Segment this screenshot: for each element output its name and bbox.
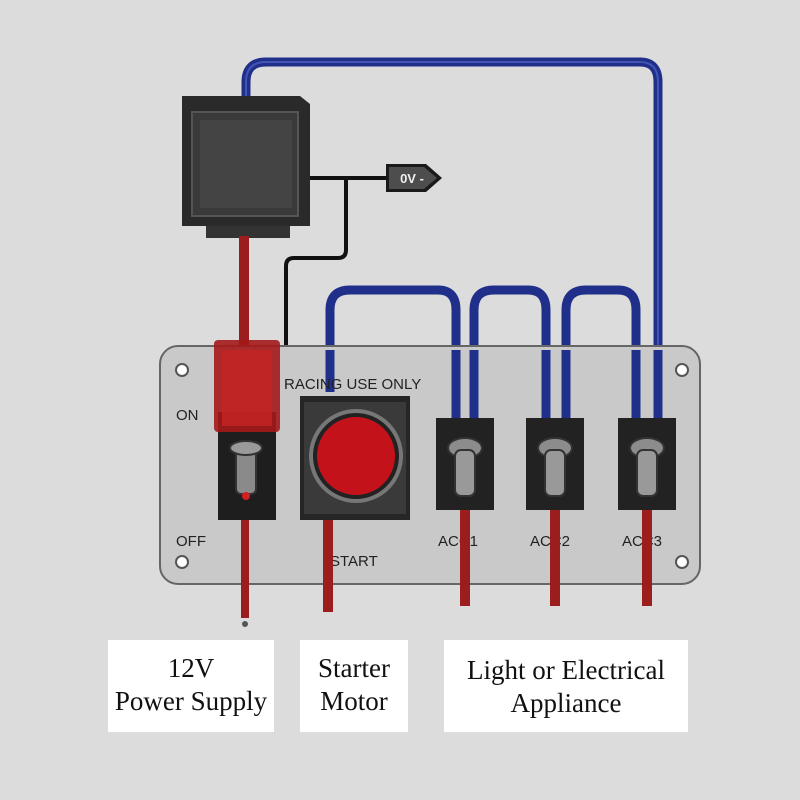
red-wire-starter-out [323, 520, 333, 612]
appliance-label: Light or Electrical Appliance [444, 640, 688, 732]
starter-motor-label: Starter Motor [300, 640, 408, 732]
red-wire-acc1-out [460, 510, 470, 606]
appliance-line-1: Light or Electrical [467, 655, 665, 685]
starter-motor-line-1: Starter [318, 653, 390, 683]
relay-box [182, 96, 310, 238]
blue-wire-acc2-to-acc3 [561, 285, 641, 445]
panel-screw [175, 363, 189, 377]
off-label: OFF [176, 533, 206, 550]
acc1-label: ACC1 [438, 533, 478, 550]
power-supply-label: 12V Power Supply [108, 640, 274, 732]
panel-screw [175, 555, 189, 569]
start-button[interactable] [300, 396, 410, 520]
ground-tag: 0V - [386, 164, 442, 192]
red-wire-acc3-out [642, 510, 652, 606]
panel-header: RACING USE ONLY [284, 376, 421, 393]
blue-wire-acc1-to-acc2 [469, 285, 551, 445]
ground-tag-text: 0V - [400, 171, 424, 186]
red-wire-power-out [241, 520, 249, 618]
acc1-switch[interactable] [436, 418, 494, 510]
blue-wire-start-to-acc1 [325, 285, 461, 445]
acc3-switch[interactable] [618, 418, 676, 510]
panel-screw [675, 555, 689, 569]
power-supply-line-1: 12V [167, 653, 215, 683]
panel-screw [675, 363, 689, 377]
on-label: ON [176, 407, 199, 424]
main-power-switch[interactable] [214, 340, 280, 520]
power-supply-line-2: Power Supply [114, 686, 268, 716]
starter-motor-line-2: Motor [320, 686, 388, 716]
red-wire-power [239, 236, 249, 346]
appliance-line-2: Appliance [510, 688, 622, 718]
acc2-switch[interactable] [526, 418, 584, 510]
red-output-wires [241, 510, 652, 618]
start-label: START [330, 553, 378, 570]
red-wire-acc2-out [550, 510, 560, 606]
